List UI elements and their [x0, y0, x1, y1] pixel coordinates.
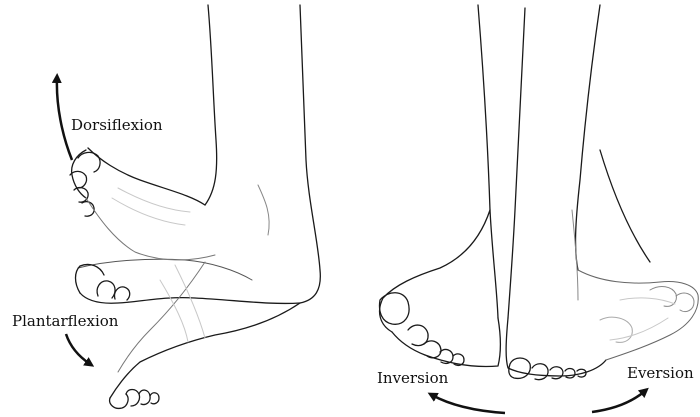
inversion-label: Inversion: [377, 371, 448, 386]
left-foot-side-view: [70, 5, 320, 408]
plantarflexion-label: Plantarflexion: [12, 314, 118, 329]
plantarflexion-arrow: [66, 334, 90, 364]
eversion-label: Eversion: [627, 366, 694, 381]
inversion-arrow: [432, 395, 505, 413]
right-feet-front-view: [380, 5, 699, 380]
dorsiflexion-arrow: [57, 78, 72, 160]
eversion-arrow: [592, 391, 645, 412]
dorsiflexion-label: Dorsiflexion: [71, 118, 163, 133]
